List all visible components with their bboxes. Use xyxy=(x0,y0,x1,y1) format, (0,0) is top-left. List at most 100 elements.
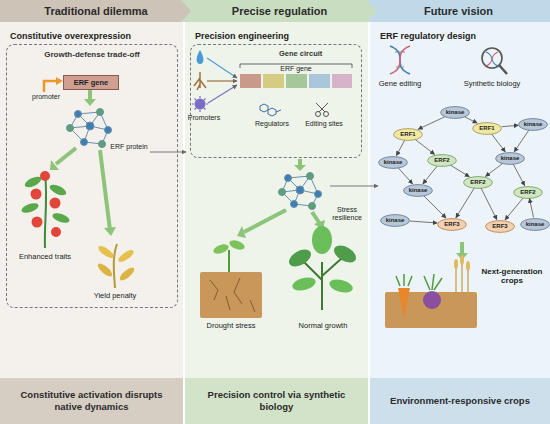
node-text: Precise regulation xyxy=(232,5,327,17)
node-text: Constitutive overexpression xyxy=(10,31,183,41)
leaf xyxy=(331,242,359,266)
tomato xyxy=(40,171,50,181)
network-node: ERF3 xyxy=(485,220,515,233)
arrow-connector xyxy=(481,188,497,219)
node-text: Gene circuit xyxy=(279,49,361,58)
plant-stem xyxy=(228,250,230,273)
node-text: ERF1 xyxy=(479,125,494,131)
node-text: ERF2 xyxy=(520,189,535,195)
header-band: Traditional dilemma xyxy=(0,0,192,22)
node-ellipse-shape xyxy=(394,128,423,140)
node-ellipse-shape xyxy=(521,218,550,230)
beet xyxy=(423,291,441,309)
arrow-connector xyxy=(451,165,470,176)
node-text: ERF3 xyxy=(492,223,507,229)
text-label: ERF gene xyxy=(266,65,326,73)
leaf xyxy=(228,239,246,252)
beet-leaves xyxy=(424,274,442,290)
arrow-shaft xyxy=(298,159,302,166)
promoter-arrow xyxy=(44,77,63,92)
leaf xyxy=(20,201,40,215)
regulator-icon xyxy=(260,104,281,116)
node-ellipse-shape xyxy=(404,184,433,196)
network-dot xyxy=(105,127,112,134)
node-ellipse-shape xyxy=(496,152,525,164)
circuit-segment xyxy=(309,74,330,88)
soil-block xyxy=(385,292,477,328)
text-label: ERF protein xyxy=(106,143,152,151)
plant-stem xyxy=(45,172,46,248)
network-node: kinase xyxy=(403,184,433,197)
node-text: ERF2 xyxy=(470,179,485,185)
arrow-shaft xyxy=(244,210,286,232)
node-ellipse-shape xyxy=(381,214,410,226)
leaf xyxy=(117,248,136,264)
arrow-head xyxy=(314,220,325,230)
arrow-shaft xyxy=(56,148,76,164)
node-text: Traditional dilemma xyxy=(44,5,147,17)
header-chevron-shape xyxy=(181,0,378,22)
dna-icon xyxy=(390,46,410,74)
text-label: Yield penalty xyxy=(84,292,146,300)
network-node: kinase xyxy=(520,218,550,231)
arrow-connector xyxy=(398,168,412,184)
arrow-connector xyxy=(415,140,434,155)
protein-network-icon xyxy=(279,173,322,210)
node-text: ERF gene xyxy=(74,78,109,87)
promoter-arrow-line xyxy=(44,81,57,92)
dry-soil xyxy=(200,272,262,318)
arrow-shaft xyxy=(100,150,110,230)
text-label: Stress resilience xyxy=(327,206,367,221)
hexagon xyxy=(268,108,276,116)
drought-seedling xyxy=(212,239,246,273)
tomato-plant xyxy=(20,171,71,248)
arrow-connector xyxy=(514,130,529,152)
header-band: Precise regulation xyxy=(181,0,378,22)
signal-arrow xyxy=(208,85,237,103)
network-links xyxy=(70,112,108,144)
network-links xyxy=(282,176,318,206)
network-dot xyxy=(97,109,104,116)
green-arrow xyxy=(50,148,116,236)
network-dot xyxy=(291,201,298,208)
green-arrow xyxy=(84,90,96,106)
network-node: kinase xyxy=(440,106,470,119)
pathogen-icon xyxy=(192,96,208,112)
dashed-group-box: Gene circuit xyxy=(190,44,362,158)
header-chevron-shape xyxy=(0,0,192,22)
node-text: Precision control via synthetic biology xyxy=(197,389,356,413)
network-dot xyxy=(75,111,82,118)
network-dot xyxy=(315,191,322,198)
bond xyxy=(276,110,281,112)
text-label: Enhanced traits xyxy=(8,253,82,261)
network-node: ERF1 xyxy=(393,128,423,141)
node-text: ERF2 xyxy=(434,157,449,163)
arrow-connector xyxy=(505,198,523,220)
gene-box: ERF gene xyxy=(63,75,119,90)
leaf xyxy=(312,226,332,254)
flow-arrow xyxy=(330,186,378,187)
arrow-connector xyxy=(529,198,533,217)
carrot xyxy=(398,288,410,318)
wheat-stalks xyxy=(456,262,468,292)
network-node: ERF3 xyxy=(437,218,467,231)
dna-strand xyxy=(390,46,410,74)
leaf xyxy=(118,266,136,283)
node-ellipse-shape xyxy=(441,106,470,118)
scissors-icon xyxy=(316,103,329,117)
water-drop-icon xyxy=(197,50,204,64)
dna-rungs xyxy=(395,52,405,67)
node-text: ERF regulatory design xyxy=(380,31,550,41)
node-ellipse-shape xyxy=(379,156,408,168)
summary-band: Environment-responsive crops xyxy=(370,378,550,424)
tomato xyxy=(32,217,43,228)
pathogen-body xyxy=(195,99,206,110)
node-ellipse-shape xyxy=(514,186,543,198)
circuit-segment xyxy=(332,74,352,88)
arrow-shaft xyxy=(312,212,320,224)
leaf xyxy=(48,183,68,198)
protein-network-icon xyxy=(67,109,112,148)
arrow-connector xyxy=(456,188,474,217)
